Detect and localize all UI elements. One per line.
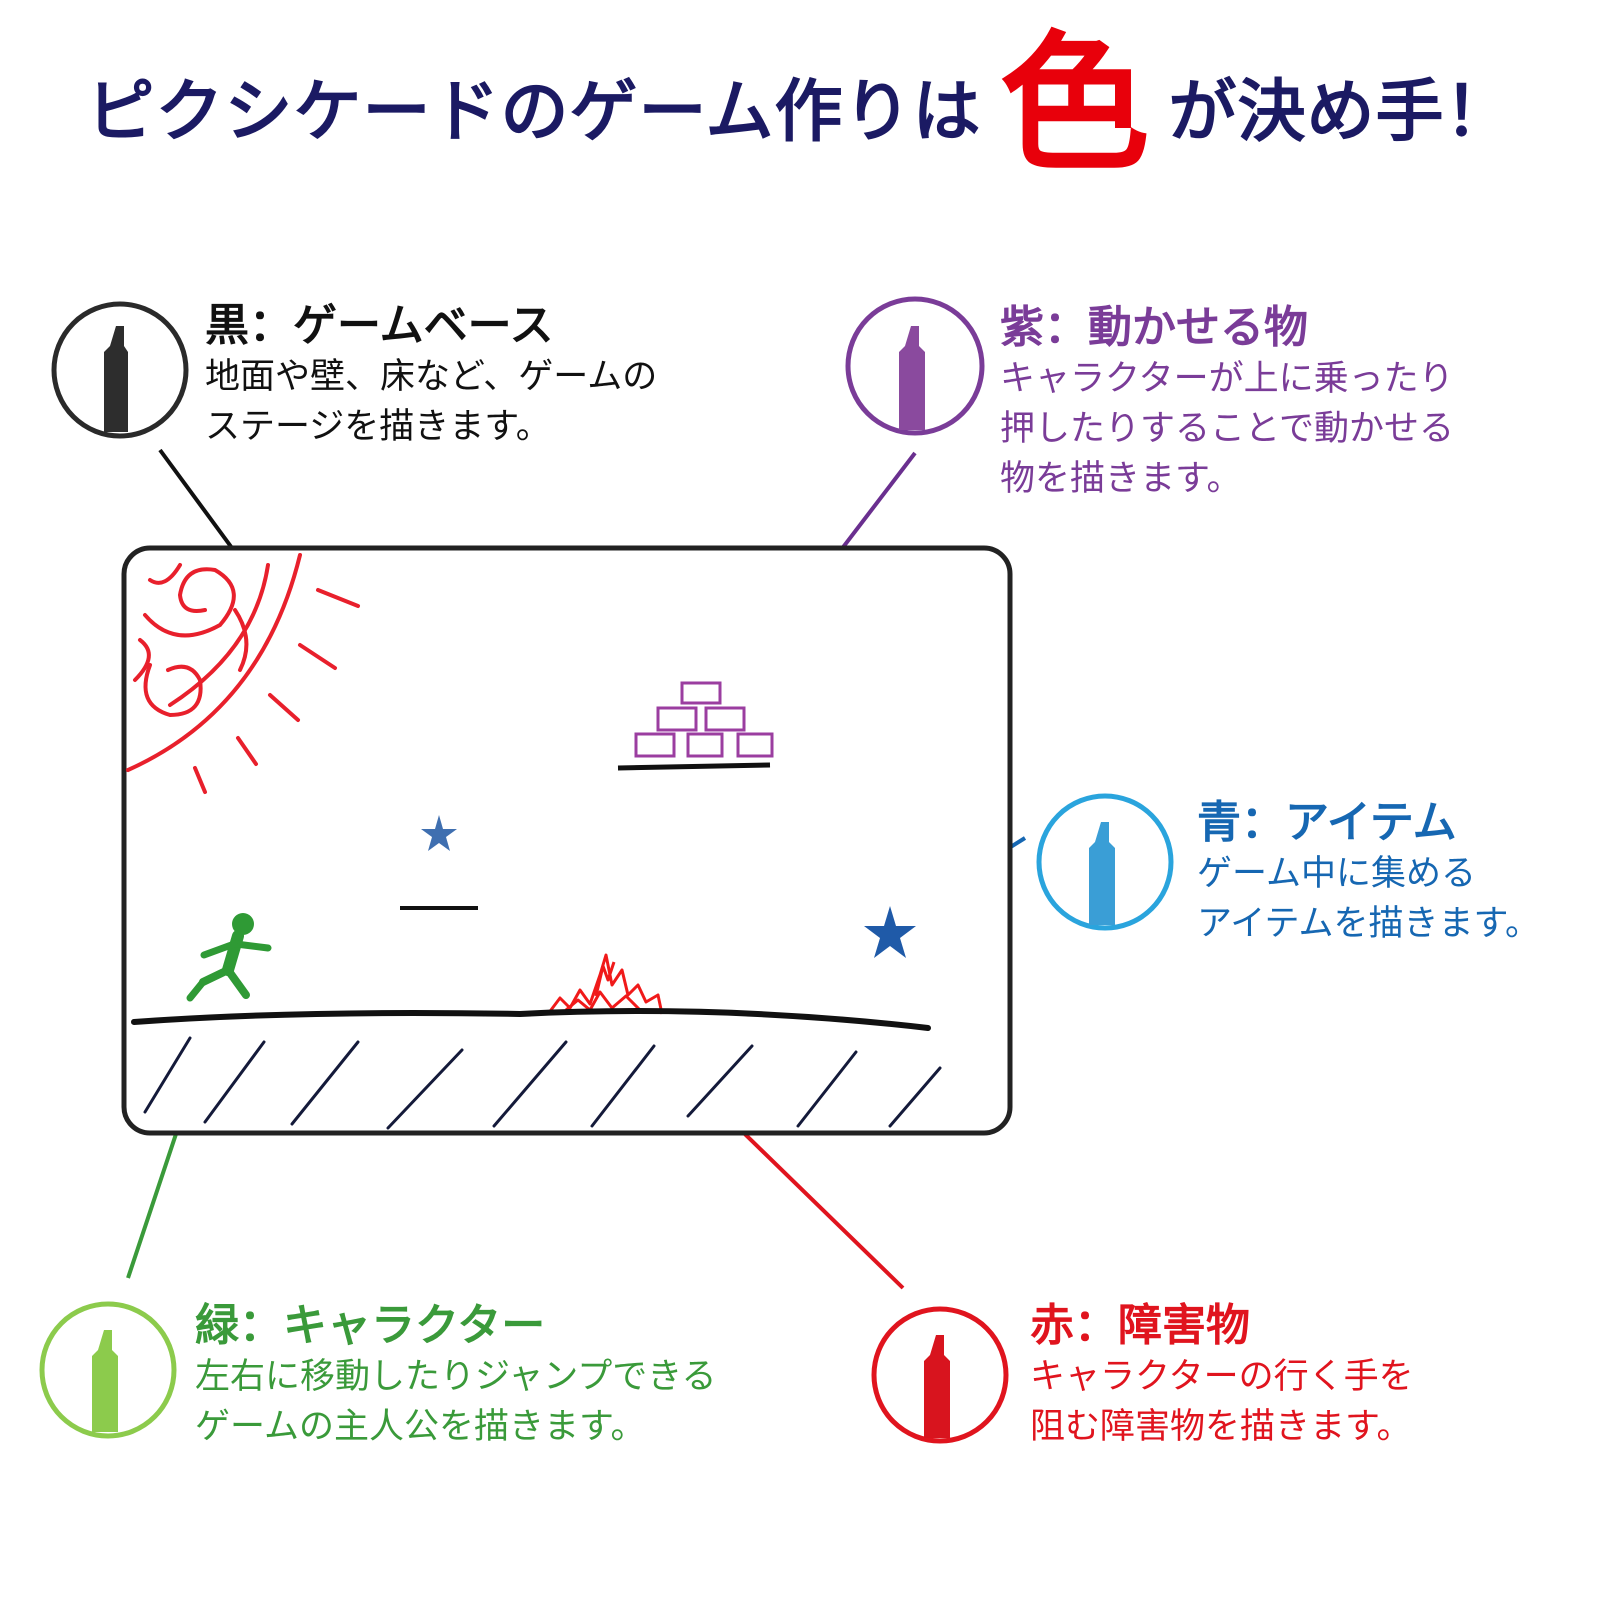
legend-blue-desc-2: アイテムを描きます。 — [1197, 904, 1541, 944]
title-after: が決め手！ — [1168, 72, 1514, 152]
title-before: ピクシケードのゲーム作りは — [86, 72, 982, 152]
star-icon — [864, 906, 916, 958]
legend-black-title: 黒：ゲームベース — [205, 300, 554, 351]
brick-stack-icon — [634, 681, 774, 758]
legend-green-desc-2: ゲームの主人公を描きます。 — [195, 1407, 646, 1447]
legend-purple-desc-3: 物を描きます。 — [1000, 459, 1242, 499]
floating-platform-upper — [617, 762, 771, 771]
legend-red-desc-1: キャラクターの行く手を — [1030, 1357, 1414, 1397]
legend-purple-desc-1: キャラクターが上に乗ったり — [1000, 359, 1454, 399]
sun-icon — [126, 553, 360, 794]
ground-hatching — [143, 1036, 942, 1130]
legend-green: 緑：キャラクター 左右に移動したりジャンプできる ゲームの主人公を描きます。 — [195, 1300, 717, 1452]
title-accent: 色 — [999, 18, 1151, 192]
legend-green-desc-1: 左右に移動したりジャンプできる — [195, 1357, 717, 1397]
legend-black-desc-2: ステージを描きます。 — [205, 407, 551, 447]
legend-green-title: 緑：キャラクター — [195, 1300, 546, 1351]
legend-black-desc-1: 地面や壁、床など、ゲームの — [205, 357, 658, 397]
runner-icon — [186, 913, 272, 1002]
marker-pen-icon-red — [871, 1306, 1009, 1444]
legend-purple-title: 紫：動かせる物 — [1000, 302, 1308, 353]
legend-red-desc-2: 阻む障害物を描きます。 — [1030, 1407, 1412, 1447]
star-icon — [421, 815, 457, 851]
page-title: ピクシケードのゲーム作りは 色 が決め手！ — [0, 20, 1600, 190]
legend-red: 赤：障害物 キャラクターの行く手を 阻む障害物を描きます。 — [1030, 1300, 1414, 1452]
legend-blue: 青：アイテム ゲーム中に集める アイテムを描きます。 — [1197, 797, 1540, 949]
legend-blue-desc-1: ゲーム中に集める — [1197, 854, 1476, 894]
marker-pen-icon-blue — [1036, 793, 1174, 931]
marker-pen-icon-green — [39, 1301, 177, 1439]
legend-purple-desc-2: 押したりすることで動かせる — [1000, 409, 1454, 449]
legend-blue-title: 青：アイテム — [1197, 797, 1457, 848]
marker-pen-icon-black — [51, 301, 189, 439]
ground-line — [131, 1008, 931, 1031]
legend-red-title: 赤：障害物 — [1030, 1300, 1250, 1351]
legend-black: 黒：ゲームベース 地面や壁、床など、ゲームの ステージを描きます。 — [205, 300, 657, 452]
marker-pen-icon-purple — [845, 296, 985, 436]
legend-purple: 紫：動かせる物 キャラクターが上に乗ったり 押したりすることで動かせる 物を描き… — [1000, 302, 1454, 504]
fire-icon — [546, 953, 664, 1015]
connector-black — [158, 448, 234, 550]
game-board-frame — [121, 545, 1013, 1136]
